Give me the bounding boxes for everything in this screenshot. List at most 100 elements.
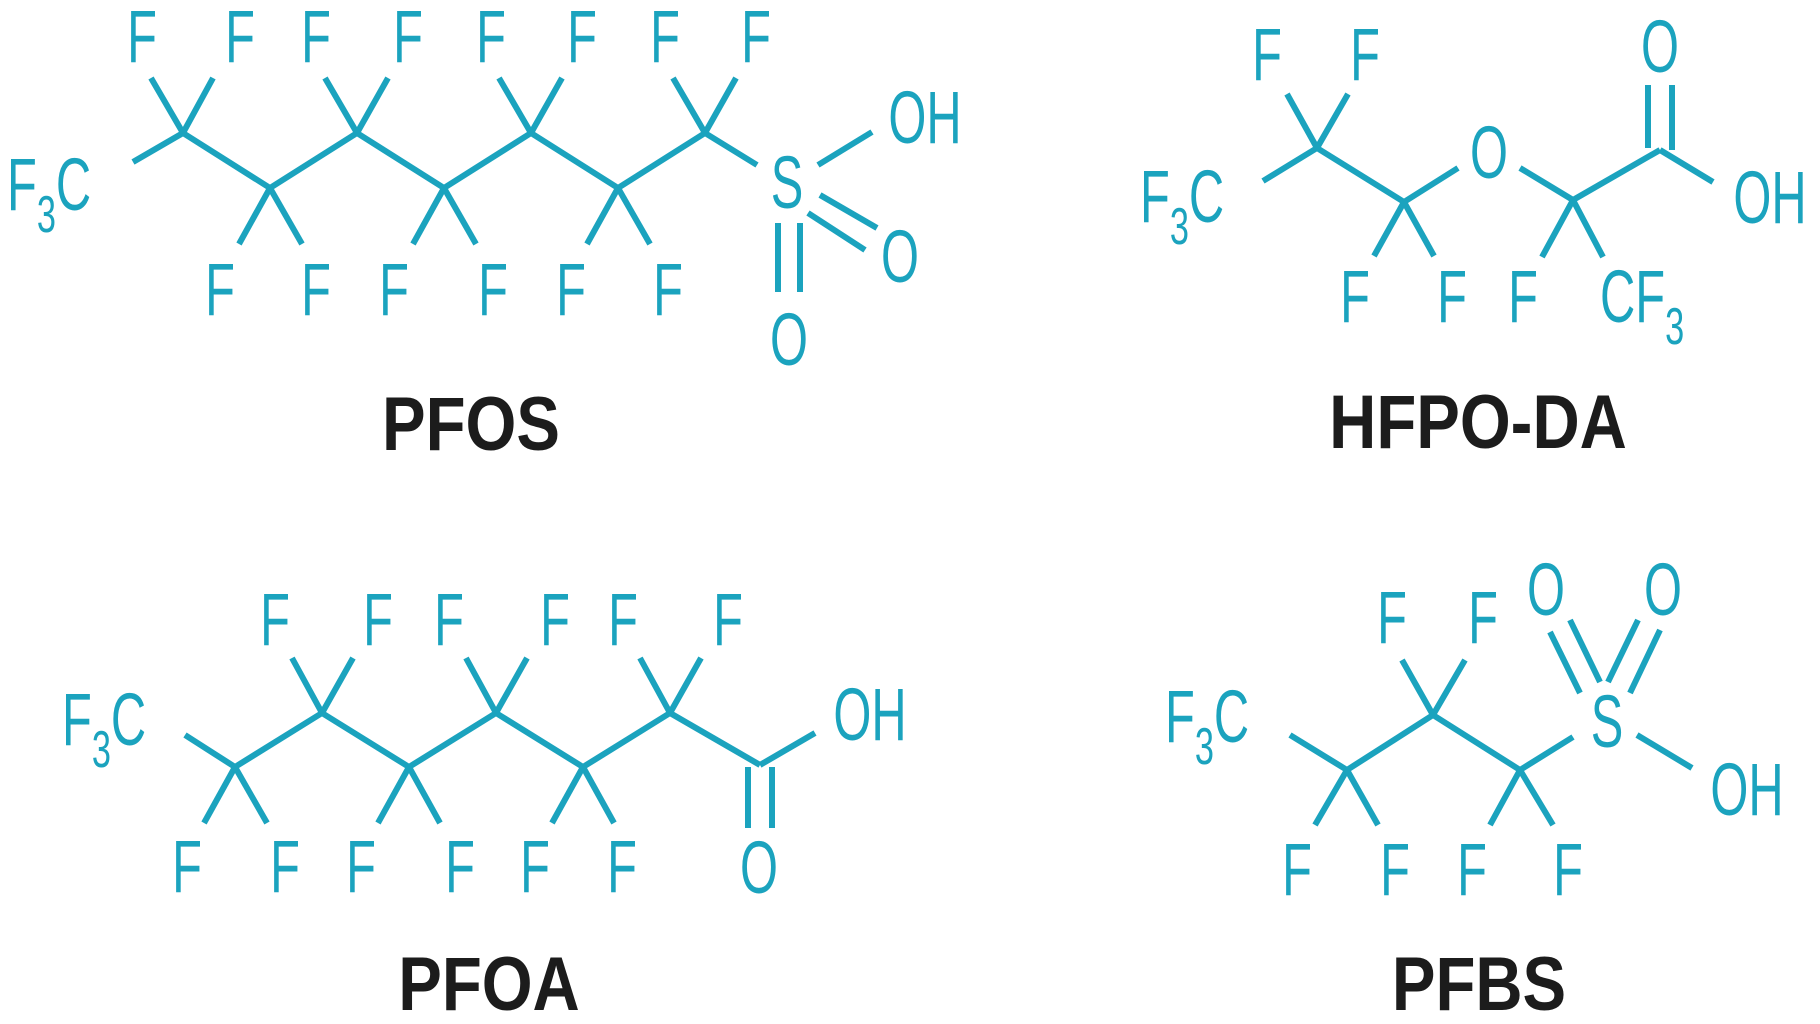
atom-label-oh: OH	[888, 77, 961, 160]
atom-label-o: O	[740, 827, 778, 910]
bond-line	[1518, 734, 1575, 773]
bond-line	[668, 710, 762, 768]
atom-label-f: F	[1340, 256, 1370, 339]
bond-line	[1284, 92, 1320, 150]
atom-label-f: F	[1437, 256, 1467, 339]
atom-label-f: F	[1457, 829, 1487, 912]
bond-line	[703, 130, 759, 168]
bond-line	[1401, 200, 1437, 258]
bond-line	[236, 186, 273, 246]
bond-line	[232, 765, 270, 825]
atom-label-f: F	[393, 0, 423, 79]
atom-label-f: F	[520, 826, 550, 909]
bond-line	[181, 130, 272, 191]
molecule-name-pfoa: PFOA	[398, 942, 580, 1024]
bond-line	[131, 130, 185, 165]
atom-label-f: F	[127, 0, 157, 79]
bond-line	[816, 129, 874, 168]
bond-line	[1312, 768, 1350, 827]
group-label: F3C	[1165, 676, 1249, 776]
atom-label-o: O	[1644, 549, 1682, 632]
bond-line	[1658, 147, 1715, 185]
bond-line	[637, 656, 673, 715]
bond-line	[320, 710, 411, 770]
bond-line	[1399, 658, 1436, 717]
bond-line	[1635, 732, 1694, 771]
atom-label-f: F	[301, 249, 331, 332]
atom-label-f: F	[540, 579, 570, 662]
atom-label-o: O	[881, 216, 919, 299]
bond-line	[528, 76, 565, 135]
bond-line	[758, 730, 817, 768]
bond-line	[201, 765, 238, 825]
molecule-name-pfos: PFOS	[382, 382, 560, 467]
bond-line	[549, 765, 586, 825]
group-label: F3C	[7, 144, 91, 244]
group-label: F3C	[62, 679, 146, 779]
bond-line	[355, 130, 446, 191]
bond-line	[1487, 768, 1523, 827]
bond-line	[1402, 165, 1460, 205]
bond-line	[494, 710, 585, 770]
bond-lines	[183, 656, 817, 828]
atom-label-f: F	[478, 249, 508, 332]
atom-label-s: S	[771, 142, 804, 225]
bond-line	[1371, 200, 1407, 258]
bond-line	[322, 76, 360, 135]
atom-label-f: F	[608, 579, 638, 662]
bond-line	[1345, 712, 1435, 773]
bond-line	[616, 130, 707, 191]
atom-label-f: F	[653, 249, 683, 332]
bond-line	[1431, 712, 1522, 773]
bond-line	[319, 656, 356, 715]
molecule-name-hfpo-da: HFPO-DA	[1329, 380, 1627, 465]
bond-line	[818, 192, 879, 231]
bond-line	[1314, 92, 1351, 150]
bond-line	[233, 710, 324, 770]
atom-label-f: F	[1252, 14, 1282, 97]
group-label: CF3	[1600, 256, 1684, 356]
bond-line	[375, 765, 412, 825]
atom-label-oh: OH	[1733, 157, 1806, 240]
atom-label-f: F	[1508, 256, 1538, 339]
atom-label-f: F	[270, 826, 300, 909]
atom-label-f: F	[741, 0, 771, 79]
bond-line	[1315, 145, 1406, 205]
atom-label-oh: OH	[833, 674, 906, 757]
bond-lines	[131, 76, 879, 292]
atom-label-f: F	[1468, 577, 1498, 660]
bond-line	[584, 186, 621, 246]
bond-line	[1627, 628, 1663, 695]
atom-label-o: O	[1470, 112, 1508, 195]
bond-line	[1567, 618, 1603, 684]
bond-line	[1547, 630, 1583, 695]
atom-label-s: S	[1591, 681, 1624, 764]
atom-label-f: F	[476, 0, 506, 79]
atom-label-f: F	[567, 0, 597, 79]
bond-line	[289, 656, 325, 715]
bond-line	[410, 186, 447, 246]
atom-label-f: F	[205, 249, 235, 332]
bond-line	[148, 76, 186, 135]
bond-line	[1517, 768, 1556, 827]
atom-label-o: O	[1641, 6, 1679, 89]
bond-line	[580, 765, 617, 825]
bond-line	[702, 76, 739, 135]
group-label: F3C	[1140, 156, 1224, 256]
bond-line	[442, 130, 533, 191]
atom-label-f: F	[301, 0, 331, 79]
bond-lines	[1288, 618, 1694, 827]
bond-line	[407, 710, 498, 770]
atom-label-f: F	[1350, 14, 1380, 97]
bond-line	[180, 76, 216, 135]
bond-line	[1430, 658, 1468, 717]
atom-label-f: F	[1553, 829, 1583, 912]
